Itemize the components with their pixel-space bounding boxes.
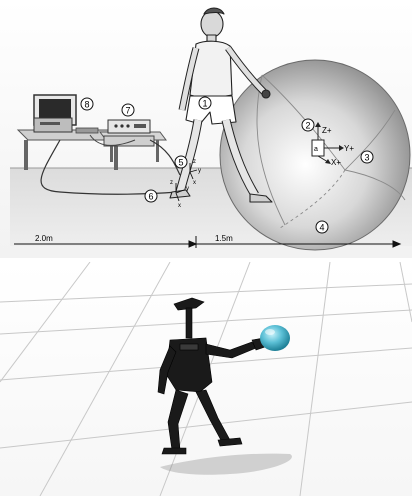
robot-torso-detail	[180, 344, 198, 350]
callout-1-label: 1	[202, 99, 207, 109]
callout-5-label: 5	[178, 158, 183, 168]
ball	[260, 325, 290, 351]
experiment-setup-illustration: a Z+ Y+ X+ z y x z y x 1	[0, 0, 412, 258]
callout-3-label: 3	[364, 153, 369, 163]
amplifier-lower-unit	[104, 136, 154, 146]
ankle-axis-z: z	[170, 180, 173, 186]
callout-6: 6	[145, 190, 157, 202]
ball-highlight	[265, 329, 275, 335]
callout-3: 3	[361, 151, 373, 163]
callout-2: 2	[302, 119, 314, 131]
axis-z-plus-label: Z+	[322, 126, 332, 135]
computer-tower	[34, 118, 72, 132]
callout-4: 4	[316, 221, 328, 233]
sensor-glyph: a	[314, 146, 318, 153]
robot-neck	[186, 308, 192, 338]
axis-x-plus-label: X+	[331, 158, 341, 167]
callout-8-label: 8	[84, 100, 89, 110]
callout-5: 5	[175, 156, 187, 168]
shank-axis-y: y	[198, 168, 201, 174]
callout-8: 8	[81, 98, 93, 110]
callout-6-label: 6	[148, 192, 153, 202]
shank-axis-z: z	[193, 159, 196, 165]
shank-axis-x: x	[193, 180, 196, 186]
ankle-axis-y: y	[186, 186, 189, 192]
callout-1: 1	[199, 97, 211, 109]
amplifier-device	[108, 120, 150, 133]
callout-7-label: 7	[125, 106, 130, 116]
callout-4-label: 4	[319, 223, 324, 233]
robot-left-foot	[162, 448, 186, 454]
distance-right-label: 1.5m	[215, 234, 233, 243]
robot-simulation-render	[0, 262, 412, 496]
keyboard	[76, 128, 98, 133]
axis-y-plus-label: Y+	[344, 144, 354, 153]
ankle-axis-x: x	[178, 203, 181, 209]
distance-left-label: 2.0m	[35, 234, 53, 243]
callout-2-label: 2	[305, 121, 310, 131]
callout-7: 7	[122, 104, 134, 116]
